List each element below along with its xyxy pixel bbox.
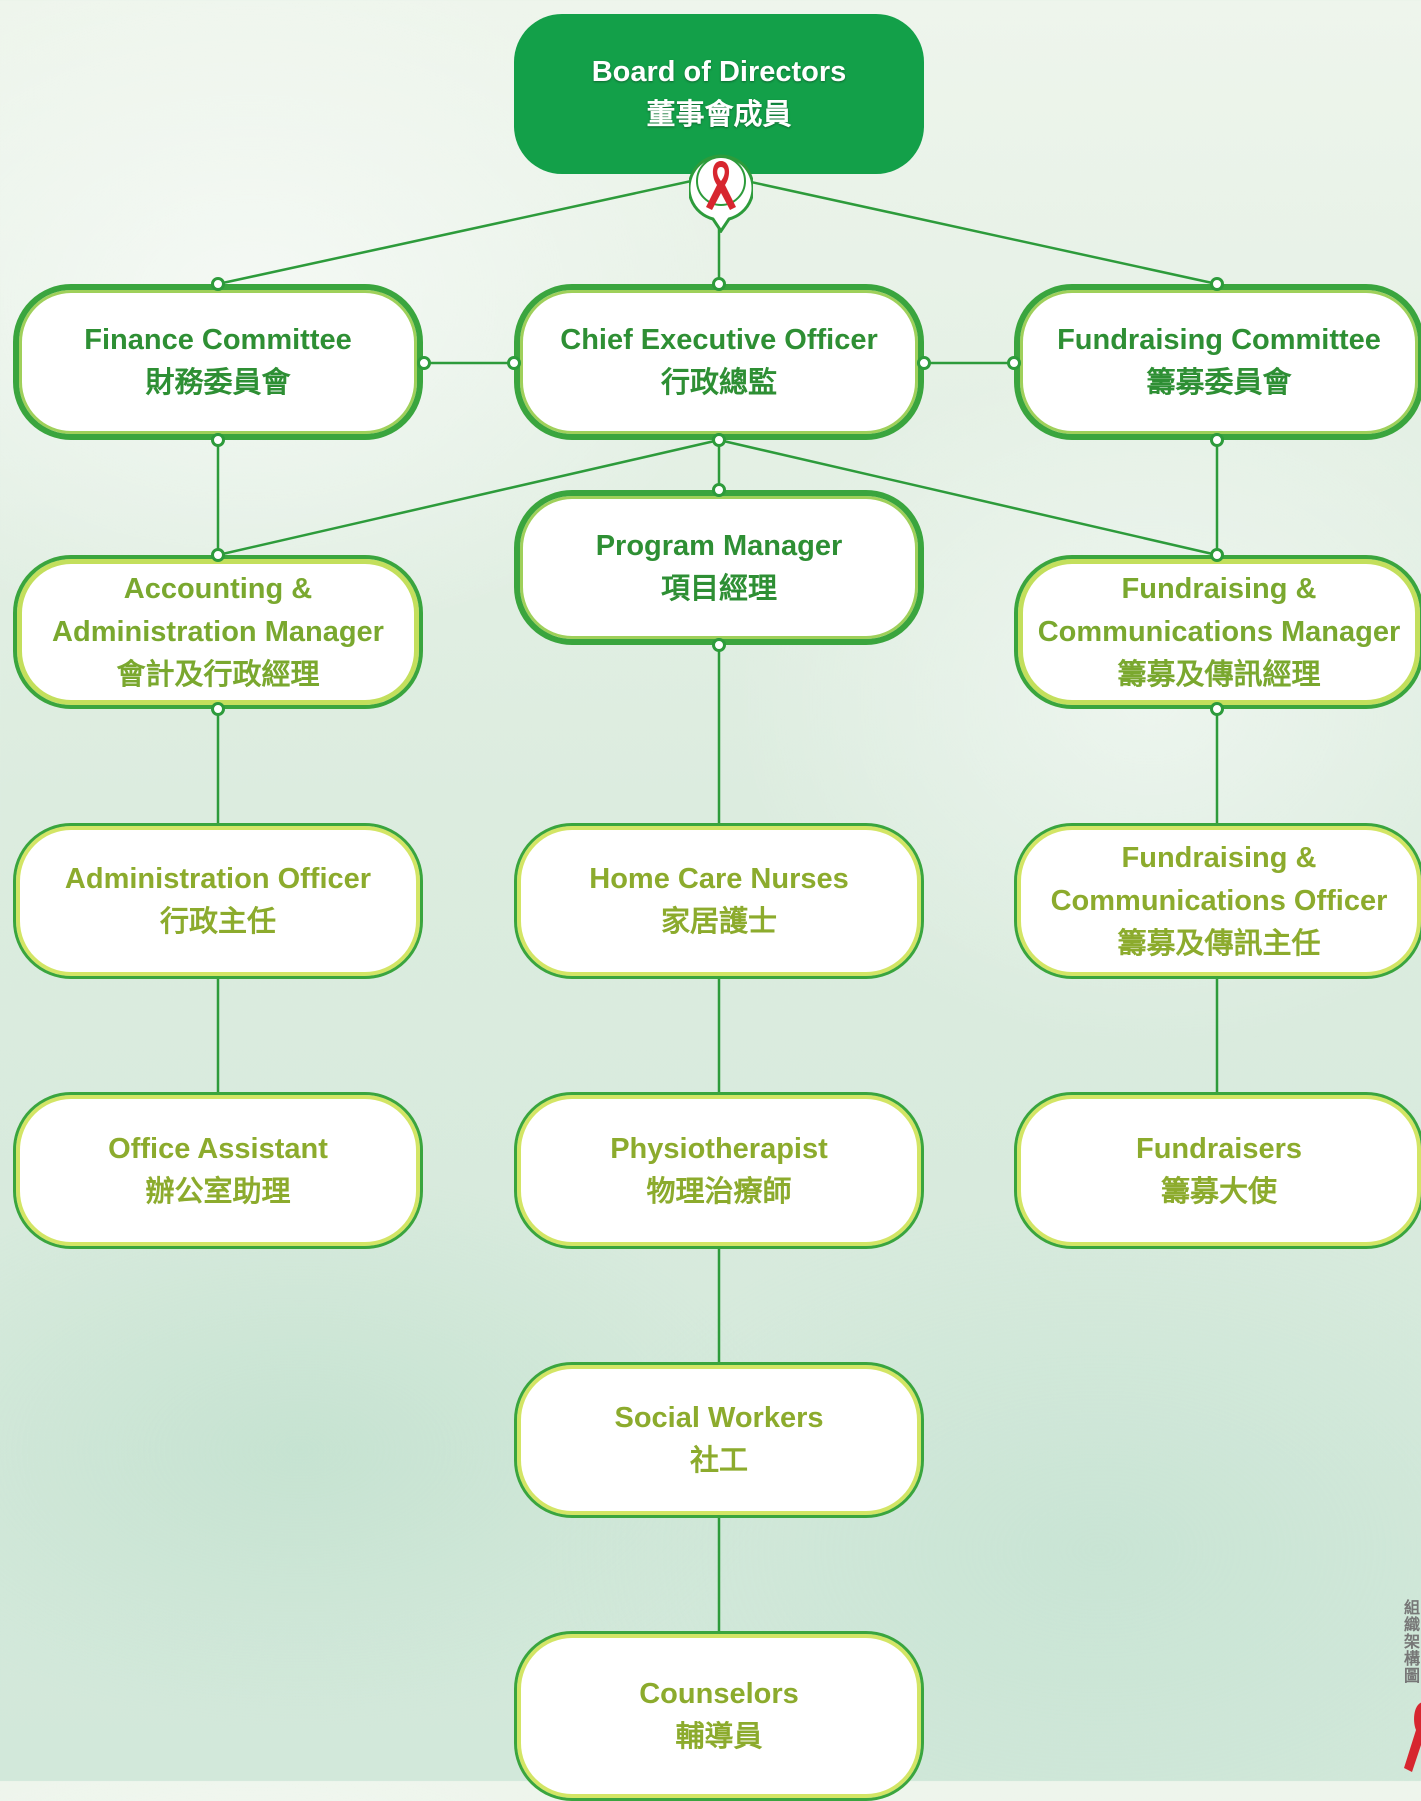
finance-en-label: Finance Committee bbox=[84, 324, 352, 356]
finance-zh-label: 財務委員會 bbox=[145, 367, 291, 399]
accounting-admin-manager-box: Accounting & Administration Manager 會計及行… bbox=[13, 555, 423, 709]
fundraisers-en-label: Fundraisers bbox=[1136, 1132, 1302, 1165]
administration-officer-box: Administration Officer 行政主任 bbox=[13, 823, 423, 979]
office-assistant-box: Office Assistant 辦公室助理 bbox=[13, 1092, 423, 1249]
office-assistant-zh-label: 辦公室助理 bbox=[145, 1175, 291, 1208]
connector-dot bbox=[917, 356, 931, 370]
ceo-en-label: Chief Executive Officer bbox=[560, 324, 878, 356]
fr-manager-zh-label: 籌募及傳訊經理 bbox=[1117, 658, 1321, 691]
side-label: 組織架構圖 bbox=[1404, 1600, 1421, 1685]
fundraising-communications-manager-box: Fundraising & Communications Manager 籌募及… bbox=[1014, 555, 1421, 709]
chief-executive-officer-box: Chief Executive Officer 行政總監 bbox=[514, 284, 924, 440]
red-ribbon-logo-icon bbox=[1404, 1702, 1421, 1772]
program-zh-label: 項目經理 bbox=[660, 572, 777, 605]
connector-dot bbox=[211, 277, 225, 291]
physio-zh-label: 物理治療師 bbox=[646, 1175, 792, 1208]
home-care-nurses-box: Home Care Nurses 家居護士 bbox=[514, 823, 924, 979]
fr-officer-en-line1: Fundraising & bbox=[1121, 841, 1317, 874]
connector-dot bbox=[1210, 433, 1224, 447]
fundraising-committee-zh-label: 籌募委員會 bbox=[1146, 367, 1292, 399]
admin-officer-en-label: Administration Officer bbox=[64, 863, 372, 895]
fundraising-committee-en-label: Fundraising Committee bbox=[1057, 324, 1381, 356]
counselors-zh-label: 輔導員 bbox=[675, 1721, 763, 1753]
board-zh-label: 董事會成員 bbox=[646, 99, 792, 131]
nurses-zh-label: 家居護士 bbox=[660, 906, 777, 938]
connector-dot bbox=[1210, 702, 1224, 716]
office-assistant-en-label: Office Assistant bbox=[108, 1132, 328, 1165]
nurses-en-label: Home Care Nurses bbox=[589, 863, 849, 895]
fr-manager-en-line1: Fundraising & bbox=[1121, 572, 1317, 605]
fundraisers-zh-label: 籌募大使 bbox=[1160, 1175, 1277, 1208]
connector-dot bbox=[507, 356, 521, 370]
social-workers-box: Social Workers 社工 bbox=[514, 1362, 924, 1518]
admin-officer-zh-label: 行政主任 bbox=[159, 906, 276, 938]
accounting-en-line2: Administration Manager bbox=[52, 615, 384, 648]
physiotherapist-box: Physiotherapist 物理治療師 bbox=[514, 1092, 924, 1249]
board-en-label: Board of Directors bbox=[591, 56, 847, 88]
accounting-en-line1: Accounting & bbox=[123, 572, 313, 605]
fr-officer-en-line2: Communications Officer bbox=[1050, 884, 1388, 917]
fundraisers-box: Fundraisers 籌募大使 bbox=[1014, 1092, 1421, 1249]
board-of-directors-box: Board of Directors 董事會成員 bbox=[514, 14, 924, 174]
program-manager-box: Program Manager 項目經理 bbox=[514, 490, 924, 645]
program-en-label: Program Manager bbox=[595, 529, 843, 562]
fr-officer-zh-label: 籌募及傳訊主任 bbox=[1117, 927, 1321, 960]
social-zh-label: 社工 bbox=[689, 1445, 748, 1477]
connector-dot bbox=[417, 356, 431, 370]
fr-manager-en-line2: Communications Manager bbox=[1037, 615, 1401, 648]
connector-dot bbox=[211, 433, 225, 447]
connector-dot bbox=[1210, 548, 1224, 562]
counselors-en-label: Counselors bbox=[639, 1678, 799, 1710]
fundraising-communications-officer-box: Fundraising & Communications Officer 籌募及… bbox=[1014, 823, 1421, 979]
connector-dot bbox=[712, 483, 726, 497]
connector-dot bbox=[1007, 356, 1021, 370]
physio-en-label: Physiotherapist bbox=[610, 1132, 828, 1165]
accounting-zh-label: 會計及行政經理 bbox=[116, 658, 320, 691]
ceo-zh-label: 行政總監 bbox=[660, 367, 777, 399]
connector-dot bbox=[712, 638, 726, 652]
counselors-box: Counselors 輔導員 bbox=[514, 1631, 924, 1801]
connector-dot bbox=[712, 433, 726, 447]
connector-dot bbox=[211, 548, 225, 562]
finance-committee-box: Finance Committee 財務委員會 bbox=[13, 284, 423, 440]
connector-dot bbox=[712, 277, 726, 291]
connector-dot bbox=[211, 702, 225, 716]
fundraising-committee-box: Fundraising Committee 籌募委員會 bbox=[1014, 284, 1421, 440]
social-en-label: Social Workers bbox=[614, 1402, 824, 1434]
connector-dot bbox=[1210, 277, 1224, 291]
red-ribbon-icon bbox=[689, 154, 753, 233]
